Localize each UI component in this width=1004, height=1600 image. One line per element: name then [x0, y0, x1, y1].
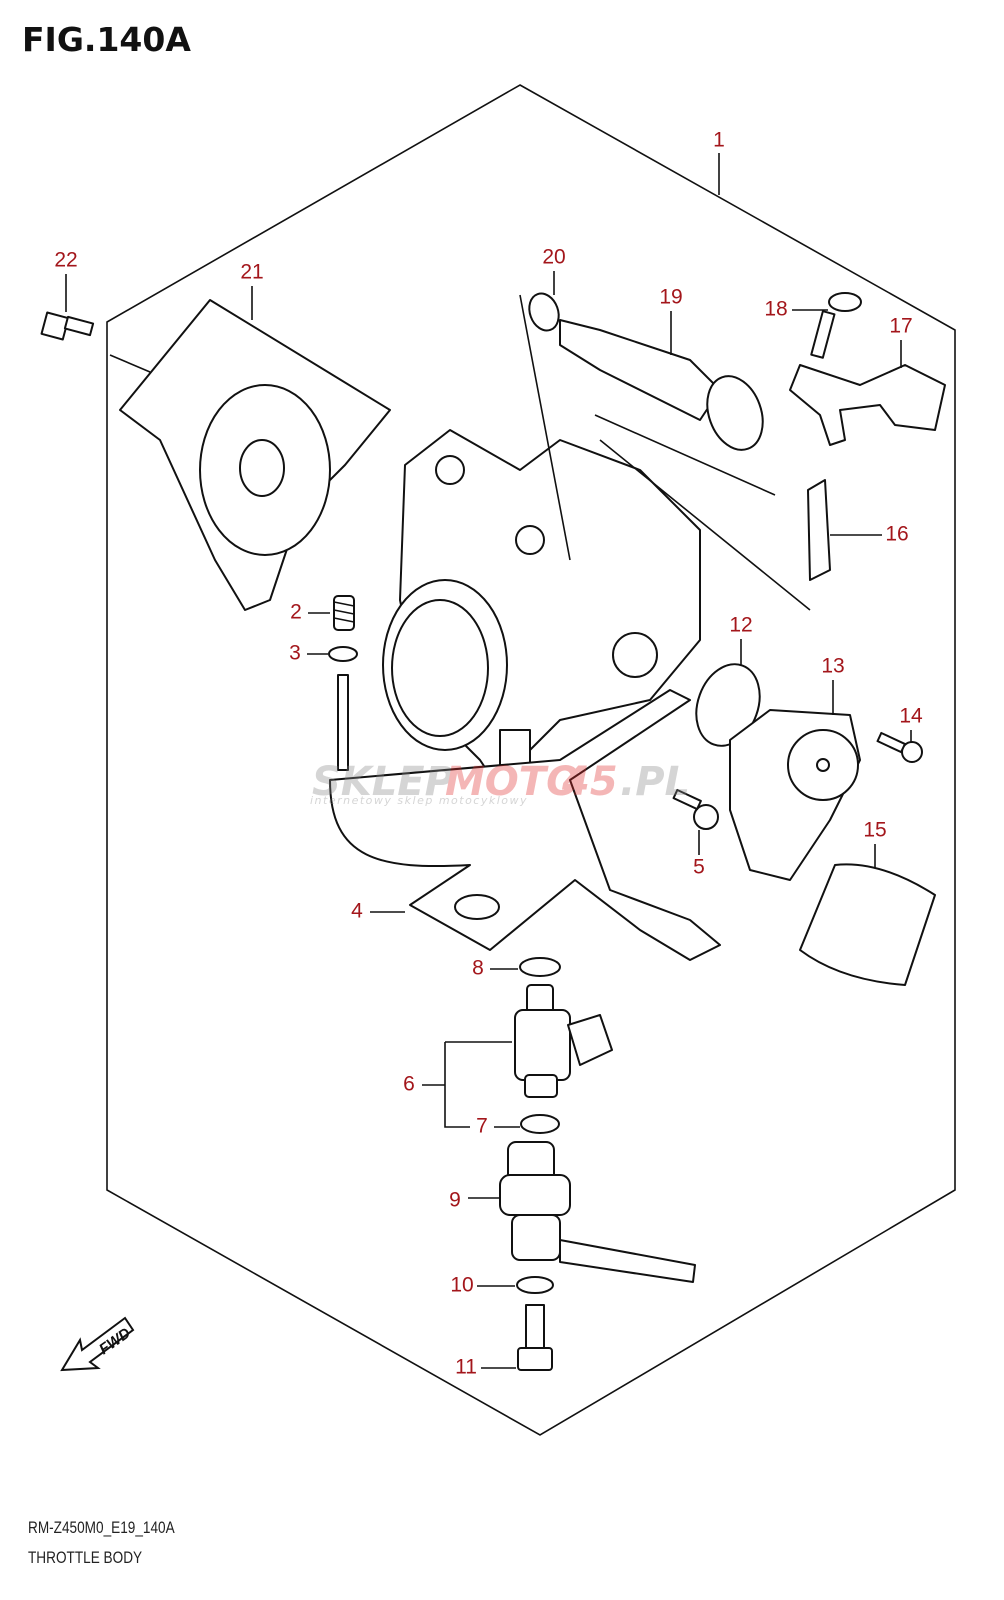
callout-22: 22	[54, 249, 77, 272]
bolt-part-22	[40, 311, 95, 341]
callout-16: 16	[885, 523, 908, 546]
assembly-outline	[106, 84, 956, 1436]
callout-8: 8	[472, 957, 484, 980]
callout-7: 7	[476, 1115, 488, 1138]
map-sensor-part-17	[789, 364, 946, 446]
screw-part-14	[876, 731, 923, 763]
callout-10: 10	[450, 1274, 473, 1297]
diagram-code: RM-Z450M0_E19_140A	[28, 1518, 175, 1537]
injector-part-6	[514, 984, 613, 1098]
callout-11: 11	[455, 1356, 477, 1379]
callout-6: 6	[403, 1073, 415, 1096]
diagram-subtitle: THROTTLE BODY	[28, 1548, 143, 1567]
sensor-part-19	[559, 319, 764, 451]
watermark: SKLEP MOTO 45 .PL internetowy sklep moto…	[310, 759, 690, 807]
callout-1: 1	[713, 129, 725, 152]
bolt-part-11	[517, 1304, 553, 1371]
callout-2: 2	[290, 601, 302, 624]
fwd-arrow-icon: FWD	[60, 1316, 135, 1372]
callout-15: 15	[863, 819, 886, 842]
callout-18: 18	[764, 298, 787, 321]
bracket-part-4	[329, 689, 721, 961]
washer-part-8	[519, 957, 561, 977]
tps-sensor-part-13	[729, 709, 861, 881]
callout-3: 3	[289, 642, 301, 665]
bracket-hole	[454, 894, 500, 920]
o-ring-part-7	[520, 1114, 560, 1134]
screw-part-5	[672, 788, 719, 830]
watermark-brand-d: .PL	[620, 759, 690, 805]
watermark-brand-c: 45	[561, 759, 618, 805]
callout-19: 19	[659, 286, 682, 309]
figure-title: FIG.140A	[22, 20, 191, 59]
washer-part-10	[516, 1276, 554, 1294]
screw-part-18	[810, 292, 862, 359]
fuel-cap-part-9	[499, 1141, 696, 1283]
callout-5: 5	[693, 856, 705, 879]
callout-14: 14	[899, 705, 923, 728]
watermark-tagline: internetowy sklep motocyklowy	[310, 794, 528, 807]
cover-part-21	[119, 299, 391, 611]
cover-part-15	[799, 863, 936, 986]
leader-lines	[65, 153, 912, 1369]
throttle-body-part	[382, 429, 701, 791]
callout-9: 9	[449, 1189, 461, 1212]
watermark-brand-a: SKLEP	[312, 759, 454, 805]
watermark-brand-b: MOTO	[445, 759, 580, 805]
hose-part-16	[807, 479, 831, 581]
o-ring-part-20	[528, 292, 560, 332]
callout-4: 4	[351, 900, 363, 923]
o-ring-part-12	[695, 663, 761, 747]
adjust-screw	[337, 674, 349, 771]
callout-12: 12	[729, 614, 752, 637]
callout-13: 13	[821, 655, 844, 678]
callout-20: 20	[542, 246, 565, 269]
callout-17: 17	[889, 315, 912, 338]
spring-part-2	[333, 595, 355, 631]
washer-part-3	[328, 646, 358, 662]
callout-21: 21	[240, 261, 263, 284]
